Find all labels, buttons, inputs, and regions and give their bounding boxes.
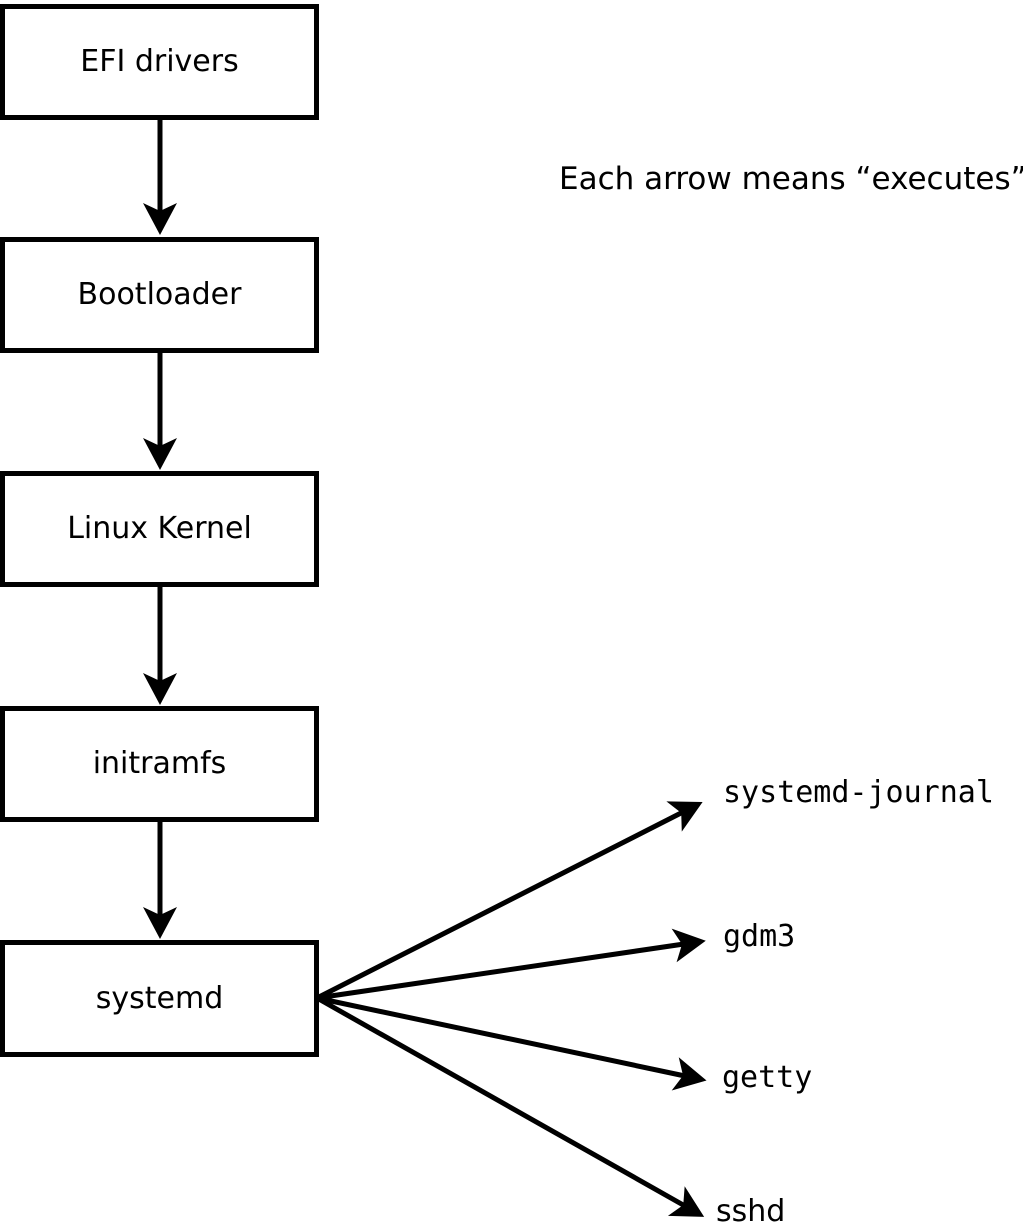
box-label: initramfs bbox=[92, 746, 227, 781]
box-label: systemd bbox=[95, 980, 224, 1016]
box-bootloader: Bootloader bbox=[0, 237, 319, 353]
note-arrow-meaning: Each arrow means “executes”. bbox=[559, 161, 1023, 197]
arrow-systemd-to-sshd bbox=[315, 995, 705, 1217]
box-label: Linux Kernel bbox=[67, 511, 252, 546]
arrow-systemd-to-getty bbox=[316, 995, 707, 1091]
box-label: Bootloader bbox=[77, 277, 242, 312]
box-initramfs: initramfs bbox=[0, 706, 319, 822]
label-getty: getty bbox=[722, 1060, 813, 1095]
box-efi-drivers: EFI drivers bbox=[0, 4, 319, 120]
box-label: EFI drivers bbox=[80, 44, 239, 79]
box-systemd: systemd bbox=[0, 940, 319, 1057]
label-sshd: sshd bbox=[716, 1194, 786, 1229]
arrow-systemd-to-gdm3 bbox=[316, 928, 706, 1001]
label-gdm3: gdm3 bbox=[723, 919, 796, 954]
arrow-systemd-to-journal bbox=[315, 801, 703, 1001]
label-systemd-journal: systemd-journal bbox=[723, 775, 994, 810]
box-linux-kernel: Linux Kernel bbox=[0, 471, 319, 587]
